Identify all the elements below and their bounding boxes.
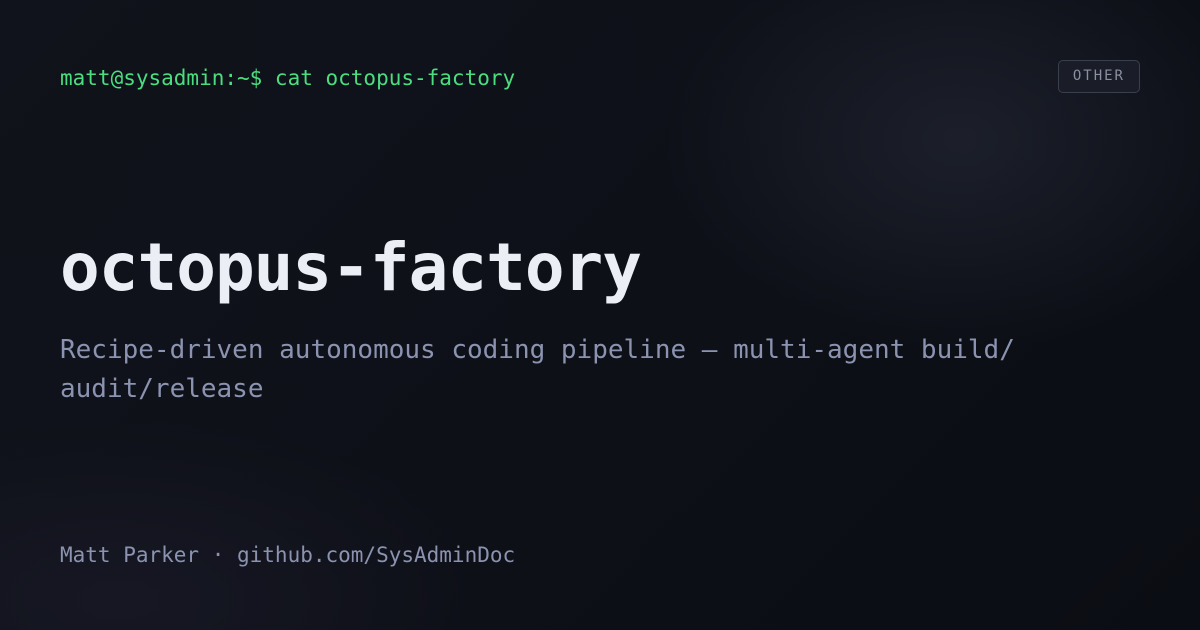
project-title: octopus-factory: [60, 229, 642, 306]
project-description: Recipe-driven autonomous coding pipeline…: [60, 335, 1015, 404]
author-byline: Matt Parker · github.com/SysAdminDoc: [60, 543, 516, 567]
terminal-prompt: matt@sysadmin:~$ cat octopus-factory: [60, 66, 516, 90]
category-badge: OTHER: [1057, 60, 1140, 93]
